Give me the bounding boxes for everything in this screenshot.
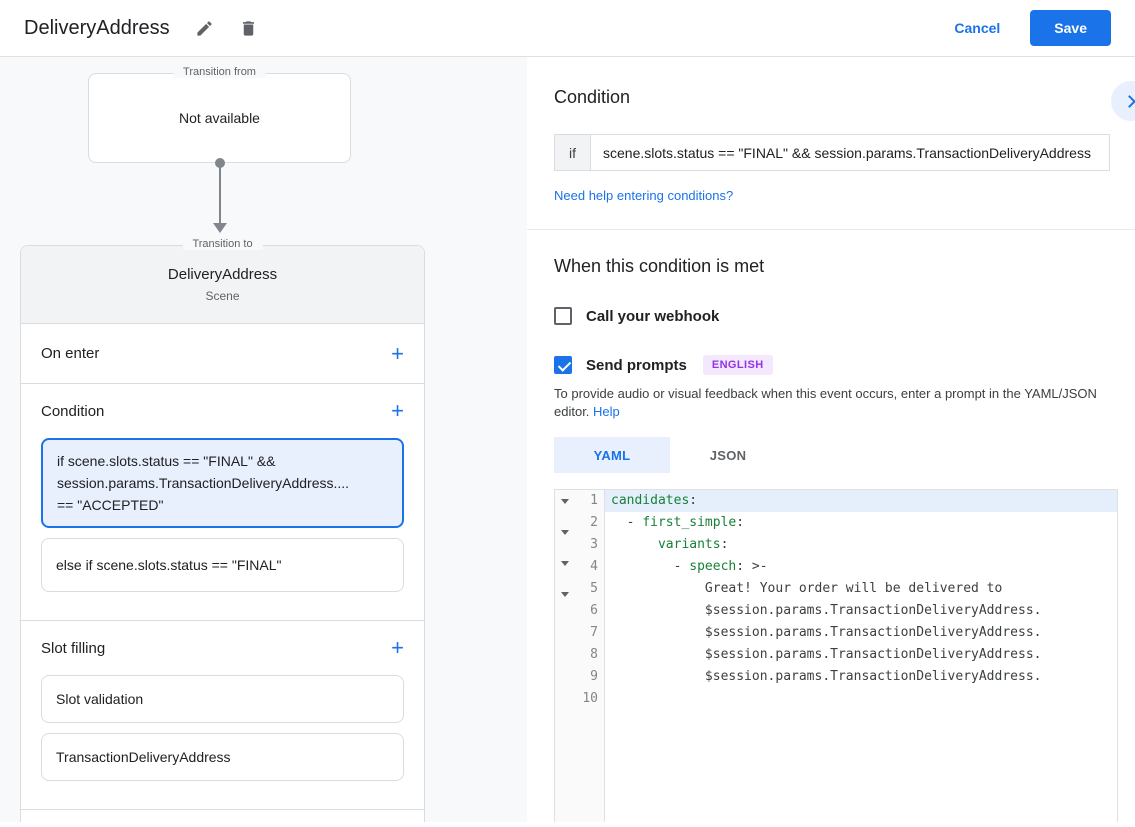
- code-line: [605, 688, 1117, 710]
- condition-met-section: When this condition is met Call your web…: [527, 230, 1135, 822]
- help-link[interactable]: Help: [593, 404, 620, 419]
- line-number: 2: [590, 515, 598, 530]
- line-number-gutter: 1 2 3 4 5 6 7 8 9 10: [577, 490, 605, 822]
- when-condition-met-heading: When this condition is met: [554, 256, 765, 276]
- transition-from-value: Not available: [179, 110, 260, 126]
- line-number: 10: [582, 691, 598, 706]
- detail-panel: Condition if Need help entering conditio…: [527, 57, 1135, 822]
- on-enter-section: On enter +: [21, 324, 424, 384]
- code-line: Great! Your order will be delivered to: [704, 581, 1003, 596]
- save-button[interactable]: Save: [1030, 10, 1111, 46]
- connector-arrowhead-icon: [213, 223, 227, 233]
- chevron-right-icon: [1122, 94, 1135, 108]
- add-condition-button[interactable]: +: [391, 398, 404, 423]
- send-prompts-label: Send prompts: [586, 356, 687, 374]
- call-webhook-label: Call your webhook: [586, 307, 720, 325]
- condition-line: session.params.TransactionDeliveryAddres…: [57, 475, 350, 491]
- condition-card[interactable]: else if scene.slots.status == "FINAL": [41, 538, 404, 592]
- line-number: 6: [590, 603, 598, 618]
- top-bar: DeliveryAddress Cancel Save: [0, 0, 1135, 57]
- page-title: DeliveryAddress: [24, 16, 170, 39]
- line-number: 1: [590, 493, 598, 508]
- condition-section-label: Condition: [41, 402, 105, 420]
- condition-expression-input[interactable]: [591, 135, 1109, 170]
- condition-line: == "ACCEPTED": [57, 497, 164, 513]
- scene-header: DeliveryAddress Scene: [21, 246, 424, 324]
- send-prompts-row: Send prompts ENGLISH: [554, 355, 1135, 375]
- slot-card[interactable]: TransactionDeliveryAddress: [41, 733, 404, 781]
- call-webhook-checkbox[interactable]: [554, 307, 572, 325]
- code-line: - speech: >-: [611, 559, 768, 574]
- code-line: $session.params.TransactionDeliveryAddre…: [704, 647, 1042, 662]
- condition-line: if scene.slots.status == "FINAL" &&: [57, 453, 276, 469]
- condition-expression-control: if: [554, 134, 1110, 171]
- tab-yaml[interactable]: YAML: [554, 437, 670, 473]
- tab-json[interactable]: JSON: [709, 447, 747, 463]
- condition-card-selected[interactable]: if scene.slots.status == "FINAL" && sess…: [41, 438, 404, 528]
- condition-help-link[interactable]: Need help entering conditions?: [554, 188, 734, 203]
- code-line: $session.params.TransactionDeliveryAddre…: [704, 603, 1042, 618]
- scene-subtitle: Scene: [205, 289, 240, 303]
- condition-detail-section: Condition if Need help entering conditio…: [527, 57, 1135, 230]
- line-number: 4: [590, 559, 598, 574]
- code-line: candidates:: [605, 490, 1117, 512]
- custom-intent-section: Custom intent handling +: [21, 810, 424, 822]
- prompt-description: To provide audio or visual feedback when…: [554, 385, 1116, 421]
- code-line: $session.params.TransactionDeliveryAddre…: [704, 625, 1042, 640]
- delete-icon[interactable]: [238, 17, 260, 39]
- flow-canvas: Transition from Not available Transition…: [0, 57, 527, 822]
- line-number: 3: [590, 537, 598, 552]
- slot-filling-section: Slot filling + Slot validation Transacti…: [21, 621, 424, 810]
- condition-heading: Condition: [554, 87, 631, 107]
- line-number: 9: [590, 669, 598, 684]
- scene-title: DeliveryAddress: [167, 266, 278, 283]
- condition-line: else if scene.slots.status == "FINAL": [56, 557, 282, 573]
- fold-arrow-icon[interactable]: [561, 592, 569, 597]
- fold-arrow-icon[interactable]: [561, 499, 569, 504]
- edit-icon[interactable]: [194, 17, 216, 39]
- condition-section: Condition + if scene.slots.status == "FI…: [21, 384, 424, 621]
- yaml-editor[interactable]: 1 2 3 4 5 6 7 8 9 10 candidates: - first…: [554, 489, 1118, 822]
- code-area[interactable]: candidates: - first_simple: variants: - …: [605, 490, 1117, 822]
- fold-arrow-icon[interactable]: [561, 530, 569, 535]
- slot-validation-card[interactable]: Slot validation: [41, 675, 404, 723]
- cancel-button[interactable]: Cancel: [954, 20, 1001, 36]
- add-on-enter-button[interactable]: +: [391, 340, 404, 366]
- code-line: - first_simple:: [611, 515, 745, 530]
- prompt-description-text: To provide audio or visual feedback when…: [554, 386, 1097, 419]
- line-number: 8: [590, 647, 598, 662]
- on-enter-label: On enter: [41, 345, 100, 362]
- transition-to-label: Transition to: [182, 238, 263, 250]
- code-line: variants:: [657, 537, 729, 552]
- if-prefix-label: if: [555, 135, 591, 170]
- fold-gutter: [555, 490, 577, 822]
- fold-arrow-icon[interactable]: [561, 561, 569, 566]
- transition-to-card: Transition to DeliveryAddress Scene On e…: [20, 238, 425, 822]
- add-slot-button[interactable]: +: [391, 635, 404, 660]
- line-number: 5: [590, 581, 598, 596]
- slot-filling-label: Slot filling: [41, 639, 106, 657]
- send-prompts-checkbox[interactable]: [554, 356, 572, 374]
- transition-from-label: Transition from: [173, 66, 266, 78]
- connector-line: [219, 163, 221, 223]
- line-number: 7: [590, 625, 598, 640]
- editor-tabs: YAML JSON: [554, 437, 1135, 473]
- code-line: $session.params.TransactionDeliveryAddre…: [704, 669, 1042, 684]
- language-badge: ENGLISH: [702, 355, 773, 375]
- webhook-row: Call your webhook: [554, 307, 1135, 325]
- transition-from-box[interactable]: Transition from Not available: [88, 66, 351, 163]
